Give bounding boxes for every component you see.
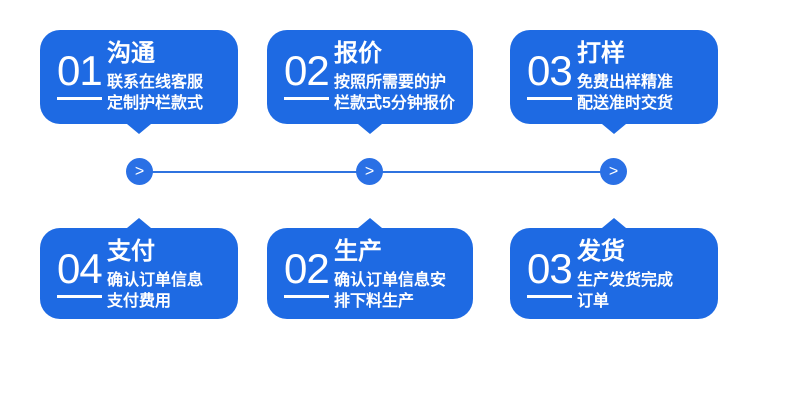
step-card-sampling: 03 打样 免费出样精准 配送准时交货 bbox=[510, 30, 718, 134]
step-number: 01 bbox=[57, 50, 103, 100]
step-title: 支付 bbox=[107, 238, 155, 265]
step-description: 按照所需要的护 栏款式5分钟报价 bbox=[334, 74, 455, 112]
step-card-production: 02 生产 确认订单信息安 排下料生产 bbox=[267, 218, 473, 319]
step-description: 免费出样精准 配送准时交货 bbox=[577, 74, 674, 112]
arrow-glyph: > bbox=[134, 162, 145, 180]
step-number: 04 bbox=[57, 248, 103, 298]
arrow-glyph: > bbox=[364, 162, 375, 180]
step-description: 确认订单信息 支付费用 bbox=[107, 272, 204, 310]
step-number: 03 bbox=[527, 50, 573, 100]
arrow-right-icon: > bbox=[356, 158, 383, 185]
step-number: 02 bbox=[284, 50, 330, 100]
step-title: 沟通 bbox=[107, 40, 155, 67]
step-title: 发货 bbox=[577, 238, 625, 265]
step-title: 生产 bbox=[334, 238, 382, 265]
arrow-right-icon: > bbox=[126, 158, 153, 185]
arrow-right-icon: > bbox=[600, 158, 627, 185]
arrow-glyph: > bbox=[608, 162, 619, 180]
step-number: 03 bbox=[527, 248, 573, 298]
step-card-communication: 01 沟通 联系在线客服 定制护栏款式 bbox=[40, 30, 238, 134]
step-title: 打样 bbox=[577, 40, 625, 67]
step-description: 联系在线客服 定制护栏款式 bbox=[107, 74, 204, 112]
step-description: 确认订单信息安 排下料生产 bbox=[334, 272, 447, 310]
step-card-shipping: 03 发货 生产发货完成 订单 bbox=[510, 218, 718, 319]
step-number: 02 bbox=[284, 248, 330, 298]
step-description: 生产发货完成 订单 bbox=[577, 272, 674, 310]
step-title: 报价 bbox=[334, 40, 382, 67]
step-card-payment: 04 支付 确认订单信息 支付费用 bbox=[40, 218, 238, 319]
step-card-quotation: 02 报价 按照所需要的护 栏款式5分钟报价 bbox=[267, 30, 473, 134]
